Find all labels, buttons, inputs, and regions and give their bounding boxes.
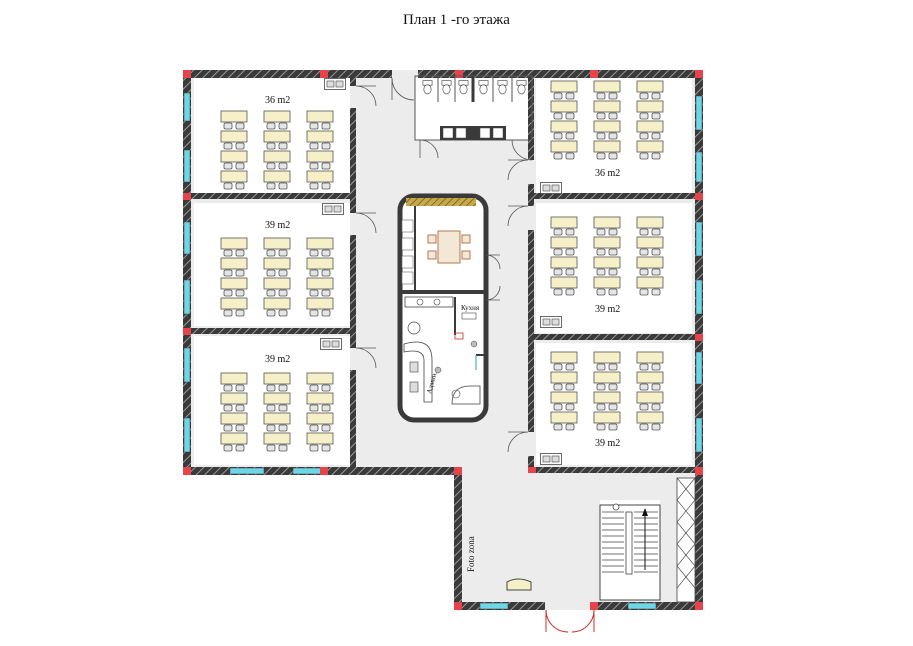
room-area-label: 36 m2: [265, 95, 290, 106]
room-area-label: 39 m2: [265, 354, 290, 365]
room-area-label: 39 m2: [265, 220, 290, 231]
room-area-label: 39 m2: [595, 304, 620, 315]
door-gaps: [350, 70, 595, 610]
photo-zone-sofa: [506, 578, 532, 591]
entrance-door: [545, 609, 595, 633]
central-core: [397, 193, 501, 423]
floor-hall: [458, 472, 699, 607]
photo-zone-label: Foto zona: [466, 536, 476, 572]
columns: [183, 70, 703, 610]
staircase: [599, 477, 696, 603]
meeting-table: [437, 230, 461, 264]
room-area-label: 36 m2: [595, 168, 620, 179]
kitchen-label: Кухня: [461, 304, 480, 312]
door-swings: [355, 77, 533, 453]
room-area-label: 39 m2: [595, 438, 620, 449]
windows: [183, 92, 703, 610]
wc-block: [414, 75, 533, 141]
page-title: План 1 -го этажа: [403, 12, 510, 28]
